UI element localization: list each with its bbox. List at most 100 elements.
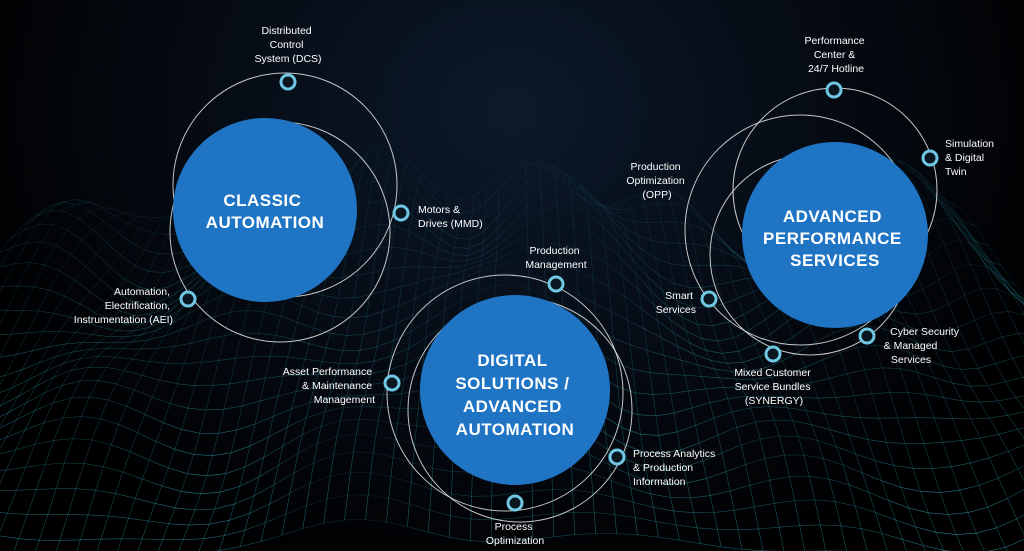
label-line: Simulation: [945, 138, 994, 150]
mesh-line: [344, 160, 410, 520]
mesh-line: [588, 197, 638, 535]
hub-classic-automation: CLASSIC AUTOMATION: [173, 118, 357, 302]
node-dot-performance-center[interactable]: [825, 81, 843, 99]
node-label-opp: Production Optimization (OPP): [626, 161, 687, 201]
label-line: Services: [891, 354, 931, 366]
hub-circle: [173, 118, 357, 302]
node-label-process-analytics: Process Analytics & Production Informati…: [633, 448, 718, 488]
mesh-line: [962, 209, 1024, 297]
hub-line: AUTOMATION: [456, 420, 575, 439]
orbit-ring: [386, 274, 624, 512]
mesh-line: [653, 189, 743, 550]
label-line: Twin: [945, 166, 967, 178]
label-line: Optimization: [486, 535, 545, 547]
mesh-line: [640, 193, 722, 547]
hub-line: ADVANCED: [783, 207, 882, 226]
mesh-line: [885, 157, 1024, 380]
hub-line: ADVANCED: [463, 397, 562, 416]
label-line: Production: [529, 245, 579, 257]
label-line: Management: [525, 259, 586, 271]
label-line: & Production: [633, 462, 693, 474]
mesh-line: [0, 201, 75, 267]
node-dot-synergy[interactable]: [764, 345, 782, 363]
label-line: Center &: [814, 49, 855, 61]
mesh-line: [602, 205, 659, 538]
node-label-simulation: Simulation & Digital Twin: [945, 138, 997, 178]
node-dot-simulation[interactable]: [921, 149, 939, 167]
label-line: Management: [314, 394, 375, 406]
mesh-line: [910, 170, 1024, 315]
label-line: Process: [495, 521, 533, 533]
mesh-line: [614, 204, 680, 541]
node-dot-aei[interactable]: [179, 290, 197, 308]
mesh-line: [0, 217, 152, 427]
label-line: Drives (MMD): [418, 218, 483, 230]
label-line: Production: [630, 161, 680, 173]
mesh-line: [691, 206, 806, 551]
mesh-line: [0, 207, 113, 358]
hub-line: CLASSIC: [223, 191, 301, 210]
mesh-line: [0, 198, 88, 293]
node-dot-production-management[interactable]: [547, 275, 565, 293]
label-line: Smart: [665, 290, 693, 302]
label-line: Service Bundles: [735, 381, 811, 393]
label-line: Cyber Security: [890, 326, 960, 338]
node-label-mmd: Motors & Drives (MMD): [418, 204, 483, 230]
mesh-line: [428, 199, 461, 533]
label-line: & Digital: [945, 152, 984, 164]
node-label-dcs: Distributed Control System (DCS): [254, 25, 321, 65]
label-line: Control: [270, 39, 304, 51]
label-line: Performance: [804, 35, 864, 47]
label-line: 24/7 Hotline: [808, 63, 864, 75]
mesh-line: [386, 186, 436, 522]
mesh-line: [627, 199, 701, 544]
mesh-line: [679, 195, 785, 551]
mesh-line: [0, 212, 126, 386]
mesh-line: [949, 202, 1024, 306]
label-line: Asset Performance: [283, 366, 372, 378]
node-label-apm: Asset Performance & Maintenance Manageme…: [283, 366, 375, 406]
mesh-line: [0, 216, 178, 484]
node-dot-process-optimization[interactable]: [506, 494, 524, 512]
label-line: Information: [633, 476, 686, 488]
label-line: (SYNERGY): [745, 395, 803, 407]
node-markers: [179, 73, 939, 512]
label-line: Motors &: [418, 204, 460, 216]
mesh-line: [666, 189, 764, 551]
hub-title: DIGITAL SOLUTIONS / ADVANCED AUTOMATION: [455, 351, 574, 439]
hub-circle: [742, 142, 928, 328]
label-line: Process Analytics: [633, 448, 715, 460]
node-dot-mmd[interactable]: [392, 204, 410, 222]
node-dot-smart-services[interactable]: [700, 290, 718, 308]
hub-advanced-performance-services: ADVANCED PERFORMANCE SERVICES: [742, 142, 928, 328]
node-label-aei: Automation, Electrification, Instrumenta…: [74, 286, 173, 326]
mesh-line: [365, 173, 423, 520]
hub-digital-solutions: DIGITAL SOLUTIONS / ADVANCED AUTOMATION: [420, 295, 610, 485]
label-line: Services: [656, 304, 696, 316]
node-dot-process-analytics[interactable]: [608, 448, 626, 466]
label-line: & Maintenance: [302, 380, 372, 392]
hub-line: AUTOMATION: [206, 213, 325, 232]
mesh-line: [0, 215, 139, 408]
mesh-line: [872, 159, 1024, 410]
node-dot-cyber-security[interactable]: [858, 327, 876, 345]
mesh-line: [563, 173, 596, 534]
mesh-line: [0, 201, 101, 325]
mesh-line: [407, 196, 448, 527]
label-line: Automation,: [114, 286, 170, 298]
mesh-line: [923, 182, 1024, 302]
label-line: Mixed Customer: [734, 367, 811, 379]
node-label-performance-center: Performance Center & 24/7 Hotline: [804, 35, 867, 75]
hub-line: DIGITAL: [477, 351, 547, 370]
hub-line: PERFORMANCE: [763, 229, 902, 248]
node-dot-dcs[interactable]: [279, 73, 297, 91]
hub-line: SERVICES: [790, 251, 880, 270]
node-label-production-management: Production Management: [525, 245, 586, 271]
hub-title: ADVANCED PERFORMANCE SERVICES: [763, 207, 907, 270]
hub-line: SOLUTIONS /: [455, 374, 569, 393]
mesh-line: [35, 224, 217, 551]
mesh-line: [936, 194, 1024, 304]
mesh-line: [0, 216, 191, 533]
node-dot-apm[interactable]: [383, 374, 401, 392]
